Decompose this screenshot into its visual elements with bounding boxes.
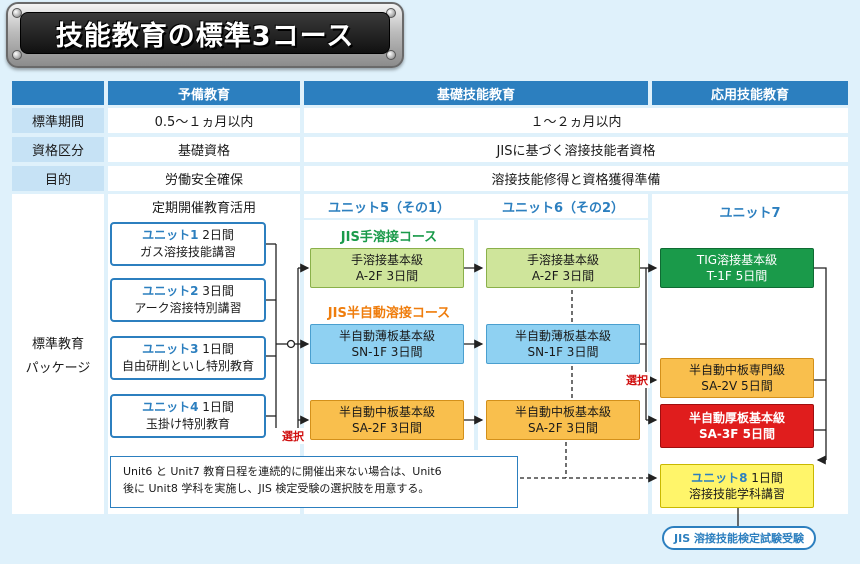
u6-course-hand: 手溶接基本級 A-2F 3日間 — [486, 248, 640, 288]
screw-icon — [386, 50, 396, 60]
row-label-purpose: 目的 — [12, 166, 104, 191]
prep-unit-3: ユニット3 1日間 自由研削といし特別教育 — [110, 336, 266, 380]
header-basic: 基礎技能教育 — [304, 81, 648, 105]
unit-name: 自由研削といし特別教育 — [121, 359, 254, 373]
course-name: 半自動薄板基本級 — [514, 329, 611, 343]
unit-number: ユニット1 — [142, 228, 199, 242]
course-code: A-2F 3日間 — [531, 269, 595, 283]
course-name: 半自動中板専門級 — [688, 363, 785, 377]
course-code: T-1F 5日間 — [706, 269, 768, 283]
u7-course-thick: 半自動厚板基本級 SA-3F 5日間 — [660, 404, 814, 448]
course-name: 半自動厚板基本級 — [688, 411, 785, 425]
unit-days: 1日間 — [751, 471, 783, 485]
course-name: 半自動中板基本級 — [338, 405, 435, 419]
prep-unit-1: ユニット1 2日間 ガス溶接技能講習 — [110, 222, 266, 266]
note-line-1: Unit6 と Unit7 教育日程を連続的に開催出来ない場合は、Unit6 — [123, 465, 442, 478]
jis-hand-title: JIS手溶接コース — [340, 229, 438, 245]
u7-title: ユニット7 — [719, 205, 781, 221]
course-code: SA-3F 5日間 — [699, 427, 775, 441]
unit-number: ユニット3 — [142, 342, 199, 356]
select-tag: 選択 — [624, 372, 650, 388]
column-divider — [648, 194, 652, 514]
course-code: SA-2F 3日間 — [351, 421, 423, 435]
qualification-basic-applied: JISに基づく溶接技能者資格 — [304, 137, 848, 162]
period-prep: 0.5〜１ヵ月以内 — [108, 108, 300, 133]
column-divider — [300, 194, 304, 514]
note-box: Unit6 と Unit7 教育日程を連続的に開催出来ない場合は、Unit6 後… — [110, 456, 518, 508]
unit-name: 溶接技能学科講習 — [688, 487, 785, 501]
course-name: 手溶接基本級 — [526, 253, 599, 267]
jis-exam-badge: JIS 溶接技能検定試験受験 — [662, 526, 816, 550]
u5-course-thin: 半自動薄板基本級 SN-1F 3日間 — [310, 324, 464, 364]
screw-icon — [12, 8, 22, 18]
unit-days: 2日間 — [202, 228, 234, 242]
package-label-bg — [12, 194, 104, 514]
u6-course-mid: 半自動中板基本級 SA-2F 3日間 — [486, 400, 640, 440]
page-title: 技能教育の標準3コース — [55, 20, 355, 52]
unit-days: 1日間 — [202, 400, 234, 414]
prep-subtitle: 定期開催教育活用 — [151, 200, 256, 216]
unit-8-box: ユニット8 1日間 溶接技能学科講習 — [660, 464, 814, 508]
purpose-basic-applied: 溶接技能修得と資格獲得準備 — [304, 166, 848, 191]
course-code: SN-1F 3日間 — [351, 345, 423, 359]
course-name: TIG溶接基本級 — [696, 253, 778, 267]
qualification-prep: 基礎資格 — [108, 137, 300, 162]
u5-title: ユニット5（その1） — [327, 200, 451, 216]
header-prep: 予備教育 — [108, 81, 300, 105]
jis-semi-title: JIS半自動溶接コース — [327, 305, 451, 321]
unit-days: 3日間 — [202, 284, 234, 298]
column-divider — [474, 218, 478, 450]
unit-days: 1日間 — [202, 342, 234, 356]
u5-course-mid: 半自動中板基本級 SA-2F 3日間 — [310, 400, 464, 440]
course-name: 半自動中板基本級 — [514, 405, 611, 419]
screw-icon — [12, 50, 22, 60]
course-code: SN-1F 3日間 — [527, 345, 599, 359]
unit-name: アーク溶接特別講習 — [134, 301, 242, 315]
row-divider — [304, 218, 648, 220]
u6-title: ユニット6（その2） — [501, 200, 625, 216]
unit-name: ガス溶接技能講習 — [139, 245, 236, 259]
note-line-2: 後に Unit8 学科を実施し、JIS 検定受験の選択肢を用意する。 — [123, 482, 430, 495]
prep-unit-2: ユニット2 3日間 アーク溶接特別講習 — [110, 278, 266, 322]
unit-name: 玉掛け特別教育 — [145, 417, 230, 431]
unit-number: ユニット8 — [691, 471, 748, 485]
select-tag: 選択 — [280, 428, 306, 444]
u5-course-hand: 手溶接基本級 A-2F 3日間 — [310, 248, 464, 288]
u6-course-thin: 半自動薄板基本級 SN-1F 3日間 — [486, 324, 640, 364]
unit-number: ユニット4 — [142, 400, 199, 414]
row-label-period: 標準期間 — [12, 108, 104, 133]
course-code: A-2F 3日間 — [355, 269, 419, 283]
u7-course-mid-pro: 半自動中板専門級 SA-2V 5日間 — [660, 358, 814, 398]
package-label-line2: パッケージ — [25, 360, 91, 376]
course-name: 半自動薄板基本級 — [338, 329, 435, 343]
header-applied: 応用技能教育 — [652, 81, 848, 105]
prep-unit-4: ユニット4 1日間 玉掛け特別教育 — [110, 394, 266, 438]
package-label-line1: 標準教育 — [31, 336, 84, 352]
course-code: SA-2V 5日間 — [701, 379, 773, 393]
header-corner — [12, 81, 104, 105]
course-name: 手溶接基本級 — [350, 253, 423, 267]
title-background — [20, 12, 390, 54]
u7-course-tig: TIG溶接基本級 T-1F 5日間 — [660, 248, 814, 288]
period-basic-applied: １〜２ヵ月以内 — [304, 108, 848, 133]
unit-number: ユニット2 — [142, 284, 199, 298]
row-label-qualification: 資格区分 — [12, 137, 104, 162]
purpose-prep: 労働安全確保 — [108, 166, 300, 191]
course-code: SA-2F 3日間 — [527, 421, 599, 435]
